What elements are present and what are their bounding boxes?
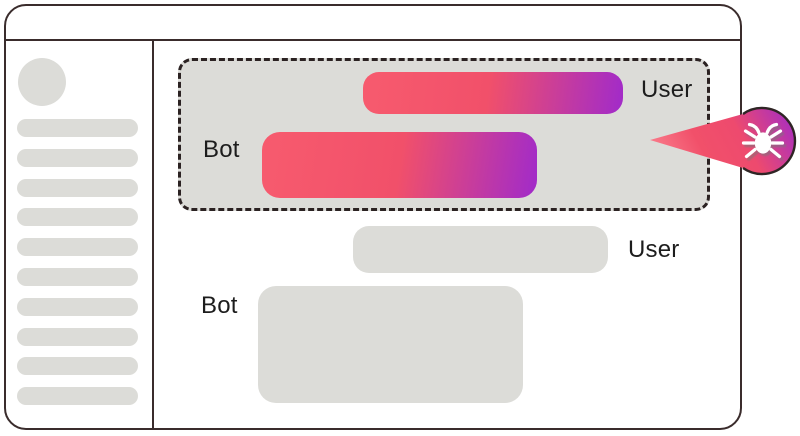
sidebar-placeholder-row	[17, 148, 138, 167]
bot-label: Bot	[201, 292, 238, 319]
bot-message-bubble-highlighted	[262, 132, 537, 198]
callout-pointer	[650, 108, 795, 175]
sidebar-placeholder-list	[17, 119, 138, 406]
sidebar-divider	[152, 41, 154, 428]
bot-label-highlighted: Bot	[203, 136, 240, 163]
sidebar-placeholder-row	[17, 238, 138, 257]
sidebar-placeholder-row	[17, 357, 138, 376]
sidebar-placeholder-row	[17, 387, 138, 406]
user-message-bubble	[353, 226, 608, 273]
sidebar-placeholder-row	[17, 297, 138, 316]
bug-icon	[741, 122, 785, 159]
user-label-highlighted: User	[641, 76, 693, 103]
user-message-bubble-highlighted	[363, 72, 623, 114]
sidebar-placeholder-row	[17, 267, 138, 286]
sidebar-placeholder-row	[17, 119, 138, 137]
sidebar-placeholder-row	[17, 327, 138, 346]
user-label: User	[628, 236, 680, 263]
titlebar-divider	[5, 39, 741, 41]
bug-callout	[650, 106, 797, 176]
sidebar-placeholder-row	[17, 178, 138, 197]
sidebar-placeholder-row	[17, 208, 138, 227]
bot-message-bubble	[258, 286, 523, 403]
callout-outline	[742, 106, 797, 176]
avatar	[18, 58, 66, 106]
